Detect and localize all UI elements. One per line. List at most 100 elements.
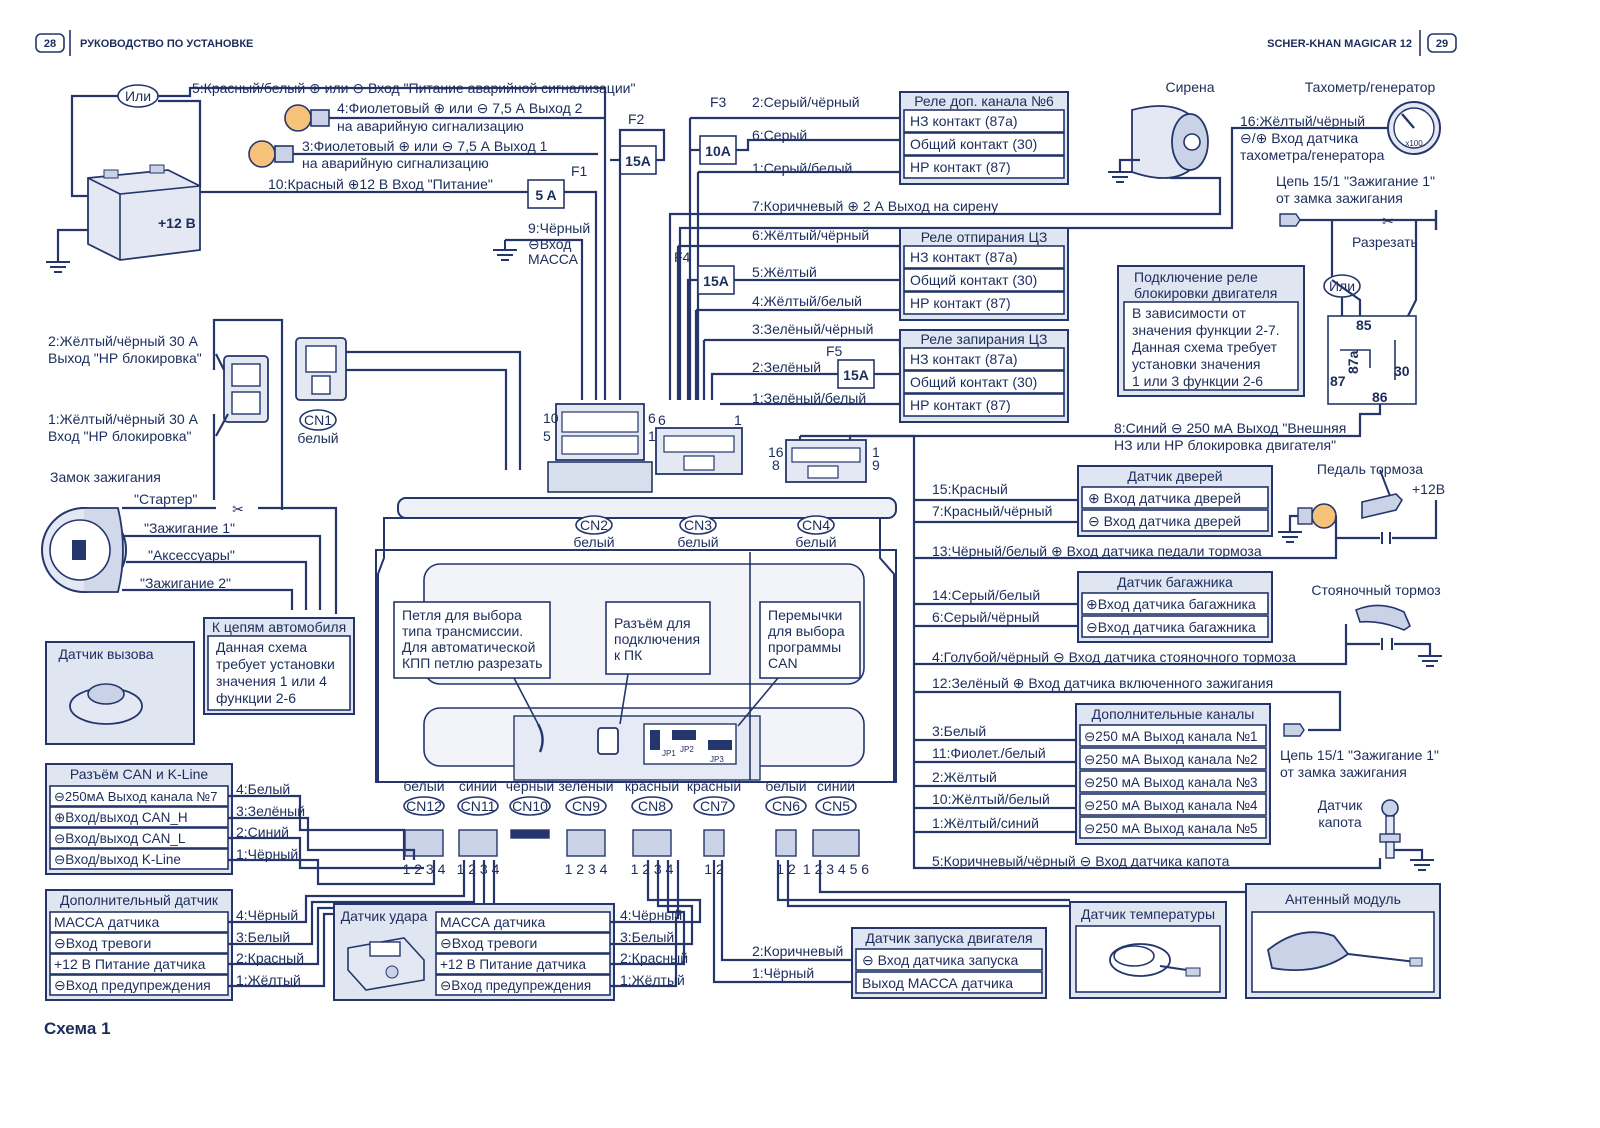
fuse-f3-label: F3 [710,94,727,110]
tachometer-icon: x100 [1387,101,1441,155]
wire-3-green-black: 3:Зелёный/чёрный [752,321,873,337]
engine-start-mass: Выход МАССА датчика [862,975,1013,991]
loop-note4: КПП петлю разрезать [402,655,542,671]
pin-30: 30 [1394,363,1410,379]
wire-8-label: 8:Синий ⊖ 250 мА Выход "Внешняя [1114,420,1346,436]
tachometer: Тахометр/генератор x100 16:Жёлтый/чёрный… [678,79,1441,400]
relay6-common: Общий контакт (30) [910,136,1037,152]
fuse-f1 [527,179,565,209]
tacho-wire-label: 16:Жёлтый/чёрный [1240,113,1365,129]
or-label: Или [125,88,151,104]
addsensor-wire-3: 3:Белый [236,929,290,945]
parking-brake: Стояночный тормоз 4:Голубой/чёрный ⊖ Вхо… [914,582,1442,667]
can-wire-3: 3:Зелёный [236,803,305,819]
addsensor-wire-1: 1:Жёлтый [236,972,301,988]
fuse-f2-value: 15A [625,153,651,169]
addsensor-title: Дополнительный датчик [60,892,219,908]
additional-sensor-box: Дополнительный датчик МАССА датчика ⊖Вхо… [45,860,496,1001]
door-plus: ⊕ Вход датчика дверей [1088,490,1241,506]
shock-wire-3: 3:Белый [620,929,674,945]
relay-lock-common: Общий контакт (30) [910,374,1037,390]
battery-icon [87,164,201,261]
can-ch7: ⊖250мА Выход канала №7 [54,789,218,804]
bottom-connector-plug-icon [458,829,498,857]
key-acc: "Аксессуары" [148,547,235,563]
cn2-pin-1: 1 [648,428,656,444]
cn1-color: белый [297,430,338,446]
block-relay-title2: блокировки двигателя [1134,285,1277,301]
temperature-box: Датчик температуры [776,860,1227,999]
bottom-connector-color: чёрный [506,778,554,794]
fuse-f1-label: F1 [571,163,588,179]
parking-brake-icon [1355,604,1411,631]
wire-2-green: 2:Зелёный [752,359,821,375]
hood-label2: капота [1318,814,1362,830]
wire-6-yellow-black: 6:Жёлтый/чёрный [752,227,869,243]
ground-icon [1278,531,1302,543]
k-line: ⊖Вход/выход K-Line [54,852,181,867]
relay6-no: НР контакт (87) [910,159,1011,175]
bottom-connector-color: синий [459,778,497,794]
pc-note2: подключения [614,631,700,647]
cn1-wire-1: 1:Жёлтый/чёрный 30 А [48,411,199,427]
cn2-pin-6: 6 [648,410,656,426]
trunk-minus: ⊖Вход датчика багажника [1086,619,1256,635]
tacho-wire-desc: ⊖/⊕ Вход датчика [1240,130,1358,146]
relay-unlock: F4 15A 6:Жёлтый/чёрный 5:Жёлтый 4:Жёлтый… [674,227,1069,400]
car-circuits-note4: функции 2-6 [216,690,296,706]
relay-unlock-nc: НЗ контакт (87а) [910,249,1018,265]
bottom-connector-color: синий [817,778,855,794]
can-kline-box: Разъём CAN и K-Line ⊖250мА Выход канала … [45,763,436,886]
addsensor-warn: ⊖Вход предупреждения [54,977,211,993]
cn1-connector-icon [295,337,347,401]
ignition-lock: Замок зажигания "Стартер" "Зажигание 1" … [41,469,338,614]
car-circuits-note3: значения 1 или 4 [216,673,327,689]
extra-ch4: ⊖250 мА Выход канала №4 [1084,798,1258,813]
cn1-wire-2: 2:Жёлтый/чёрный 30 А [48,333,199,349]
can-wire-4: 4:Белый [236,781,290,797]
engine-start-box: Датчик запуска двигателя ⊖ Вход датчика … [712,860,1047,999]
engine-start-title: Датчик запуска двигателя [865,930,1032,946]
cn4-pin-1: 1 [872,444,880,460]
brake-bulb-icon [1297,503,1337,529]
brake-voltage: +12В [1412,481,1445,497]
jumper-note2: для выбора [768,623,845,639]
block-relay-note2: значения функции 2-7. [1132,322,1280,338]
relay-unlock-title: Реле отпирания ЦЗ [921,229,1048,245]
bottom-connector-plug-icon [404,829,444,857]
car-circuits-title: К цепям автомобиля [212,619,346,635]
trunk-wire-6: 6:Серый/чёрный [932,609,1040,625]
cn3-connector-icon [655,427,743,475]
fuse-f3 [699,135,737,165]
cn2-pin-5: 5 [543,428,551,444]
fuse-f5-value: 15A [843,367,869,383]
relay-unlock-no: НР контакт (87) [910,295,1011,311]
pin-86: 86 [1372,389,1388,405]
cut-label: Разрезать [1352,234,1418,250]
page-number-right: 29 [1436,38,1448,50]
tacho-label: Тахометр/генератор [1305,79,1436,95]
hood-label: Датчик [1318,797,1363,813]
bottom-connector-plug-icon [510,829,550,839]
key-ign2: "Зажигание 2" [140,575,231,591]
relay-unlock-common: Общий контакт (30) [910,272,1037,288]
wire-1-green-white: 1:Зелёный/белый [752,390,866,406]
antenna-box: Антенный модуль [818,860,1441,999]
plug-icon [1279,213,1301,227]
temp-title: Датчик температуры [1081,906,1215,922]
hazard-bulb-icon [284,104,330,132]
block-relay-note3: Данная схема требует [1132,339,1278,355]
extra-wire-2: 2:Жёлтый [932,769,997,785]
cn4-pin-9: 9 [872,457,880,473]
door-wire-15: 15:Красный [932,481,1008,497]
parking-label: Стояночный тормоз [1311,582,1440,598]
extra-ch1: ⊖250 мА Выход канала №1 [1084,729,1258,744]
engine-start-wire-2: 2:Коричневый [752,943,843,959]
block-relay-note5: 1 или 3 функции 2-6 [1132,373,1263,389]
bottom-connector-name: CN10 [512,798,548,814]
wire-4-yellow-white: 4:Жёлтый/белый [752,293,862,309]
can-wire-2: 2:Синий [236,824,289,840]
